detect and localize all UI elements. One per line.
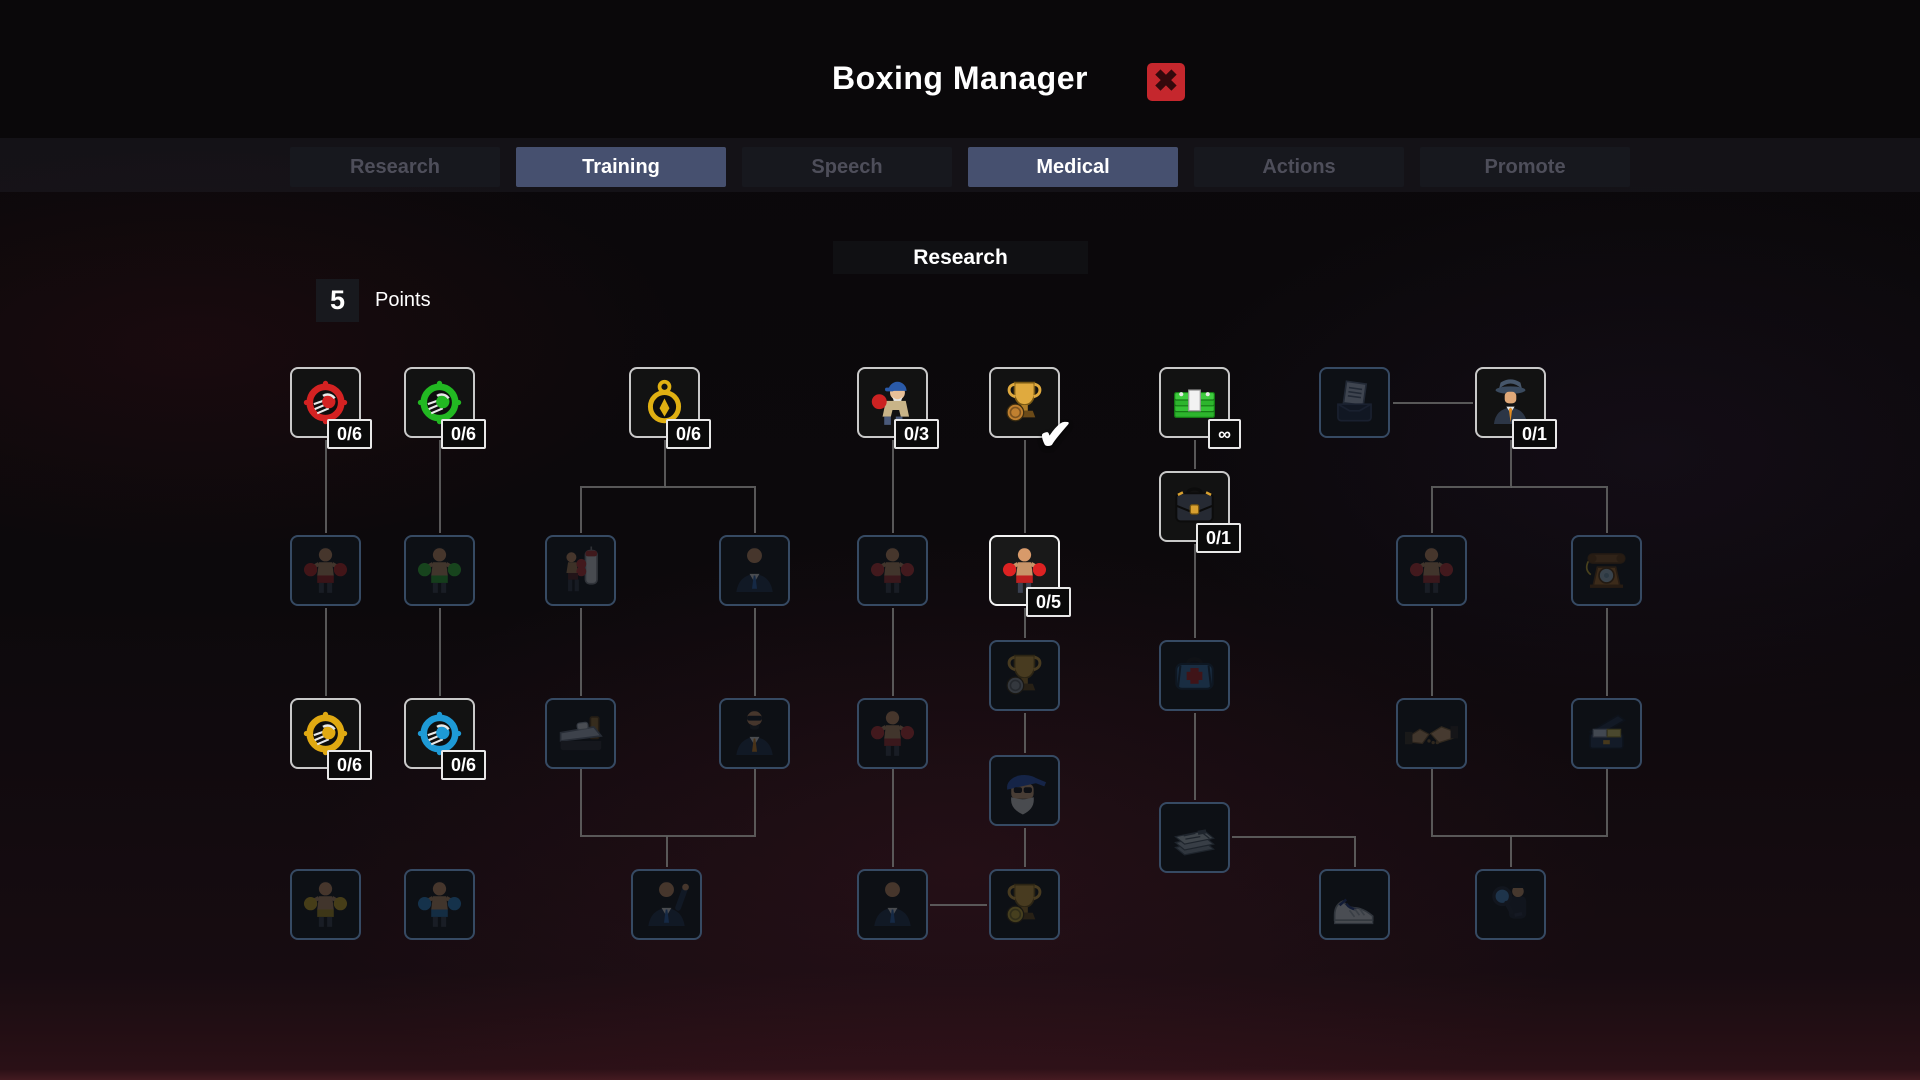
skill-node-case-money[interactable] [1571, 698, 1642, 769]
skill-node-rest-bed[interactable] [545, 698, 616, 769]
skill-node-coach-mitts[interactable]: 0/3 [857, 367, 939, 449]
skill-node-speed-green[interactable]: 0/6 [404, 367, 486, 449]
veteran-coach-icon [998, 764, 1051, 817]
skill-node-promoter-suit[interactable] [857, 869, 928, 940]
boxer-yellow-icon [299, 878, 352, 931]
skill-node-combo-yellow[interactable]: 0/6 [290, 698, 372, 780]
skill-node-manager-suit[interactable] [719, 535, 790, 606]
skill-node-telephone[interactable] [1571, 535, 1642, 606]
points-value: 5 [316, 279, 359, 322]
points-label: Points [375, 289, 431, 311]
boxer-green-icon [413, 544, 466, 597]
scout-search-icon [1484, 878, 1537, 931]
skill-node-boxer-green[interactable] [404, 535, 475, 606]
promoter-suit-icon [866, 878, 919, 931]
node-progress-badge: 0/5 [1025, 587, 1071, 617]
speaker-suit-icon [640, 878, 693, 931]
skill-node-boxer-tank[interactable] [857, 698, 928, 769]
boxer-red-icon [299, 544, 352, 597]
skill-node-handshake[interactable] [1396, 698, 1467, 769]
node-progress-badge: 0/6 [440, 419, 486, 449]
tab-research[interactable]: Research [290, 147, 500, 187]
node-progress-badge: 0/6 [326, 750, 372, 780]
contract-tray-icon [1328, 376, 1381, 429]
agent-shades-icon [728, 707, 781, 760]
skill-node-medical-bag[interactable] [1159, 640, 1230, 711]
skill-node-scout-agent[interactable]: 0/1 [1475, 367, 1557, 449]
boxer-bag-icon [554, 544, 607, 597]
skill-node-sneaker[interactable] [1319, 869, 1390, 940]
skill-node-boxer-blue[interactable] [404, 869, 475, 940]
tab-training[interactable]: Training [516, 147, 726, 187]
skill-node-boxer-bag[interactable] [545, 535, 616, 606]
tab-medical[interactable]: Medical [968, 147, 1178, 187]
skill-node-agent-shades[interactable] [719, 698, 790, 769]
boxer-dark-icon [1405, 544, 1458, 597]
node-progress-badge: 0/6 [326, 419, 372, 449]
skill-node-money-infinite[interactable]: ∞ [1159, 367, 1241, 449]
skill-node-combo-blue[interactable]: 0/6 [404, 698, 486, 780]
handshake-icon [1405, 707, 1458, 760]
boxer-tank-icon [866, 707, 919, 760]
boxer-cap-icon [866, 544, 919, 597]
node-progress-badge: ∞ [1208, 419, 1241, 449]
skill-node-veteran-coach[interactable] [989, 755, 1060, 826]
node-progress-badge: 0/1 [1195, 523, 1241, 553]
skill-node-trophy-done[interactable]: ✔ [989, 367, 1073, 456]
tab-speech[interactable]: Speech [742, 147, 952, 187]
section-title: Research [833, 241, 1088, 274]
skill-node-contract-tray[interactable] [1319, 367, 1390, 438]
skill-node-boxer-cap[interactable] [857, 535, 928, 606]
skill-node-briefcase[interactable]: 0/1 [1159, 471, 1241, 553]
skill-node-speaker-suit[interactable] [631, 869, 702, 940]
medical-bag-icon [1168, 649, 1221, 702]
node-progress-badge: 0/3 [893, 419, 939, 449]
trophy-gold-icon [998, 878, 1051, 931]
skill-node-newspapers[interactable] [1159, 802, 1230, 873]
check-icon: ✔ [1037, 411, 1073, 458]
close-button[interactable]: ✖ [1147, 63, 1185, 101]
tab-row: Research Training Speech Medical Actions… [0, 147, 1920, 187]
skill-node-trophy-silver[interactable] [989, 640, 1060, 711]
node-progress-badge: 0/6 [440, 750, 486, 780]
node-progress-badge: 0/6 [665, 419, 711, 449]
close-icon: ✖ [1153, 65, 1179, 98]
tab-actions[interactable]: Actions [1194, 147, 1404, 187]
page-title: Boxing Manager [832, 60, 1088, 96]
telephone-icon [1580, 544, 1633, 597]
points-indicator: 5 Points [316, 279, 431, 322]
case-money-icon [1580, 707, 1633, 760]
node-progress-badge: 0/1 [1511, 419, 1557, 449]
skill-node-boxer-gloves[interactable]: 0/5 [989, 535, 1071, 617]
boxer-blue-icon [413, 878, 466, 931]
sneaker-icon [1328, 878, 1381, 931]
tab-promote[interactable]: Promote [1420, 147, 1630, 187]
skill-node-trophy-gold[interactable] [989, 869, 1060, 940]
newspapers-icon [1168, 811, 1221, 864]
skill-node-boxer-dark[interactable] [1396, 535, 1467, 606]
trophy-silver-icon [998, 649, 1051, 702]
rest-bed-icon [554, 707, 607, 760]
skill-node-boxer-red[interactable] [290, 535, 361, 606]
skill-node-scout-search[interactable] [1475, 869, 1546, 940]
skill-node-speed-red[interactable]: 0/6 [290, 367, 372, 449]
skill-node-boxer-yellow[interactable] [290, 869, 361, 940]
skill-node-stamina-watch[interactable]: 0/6 [629, 367, 711, 449]
manager-suit-icon [728, 544, 781, 597]
